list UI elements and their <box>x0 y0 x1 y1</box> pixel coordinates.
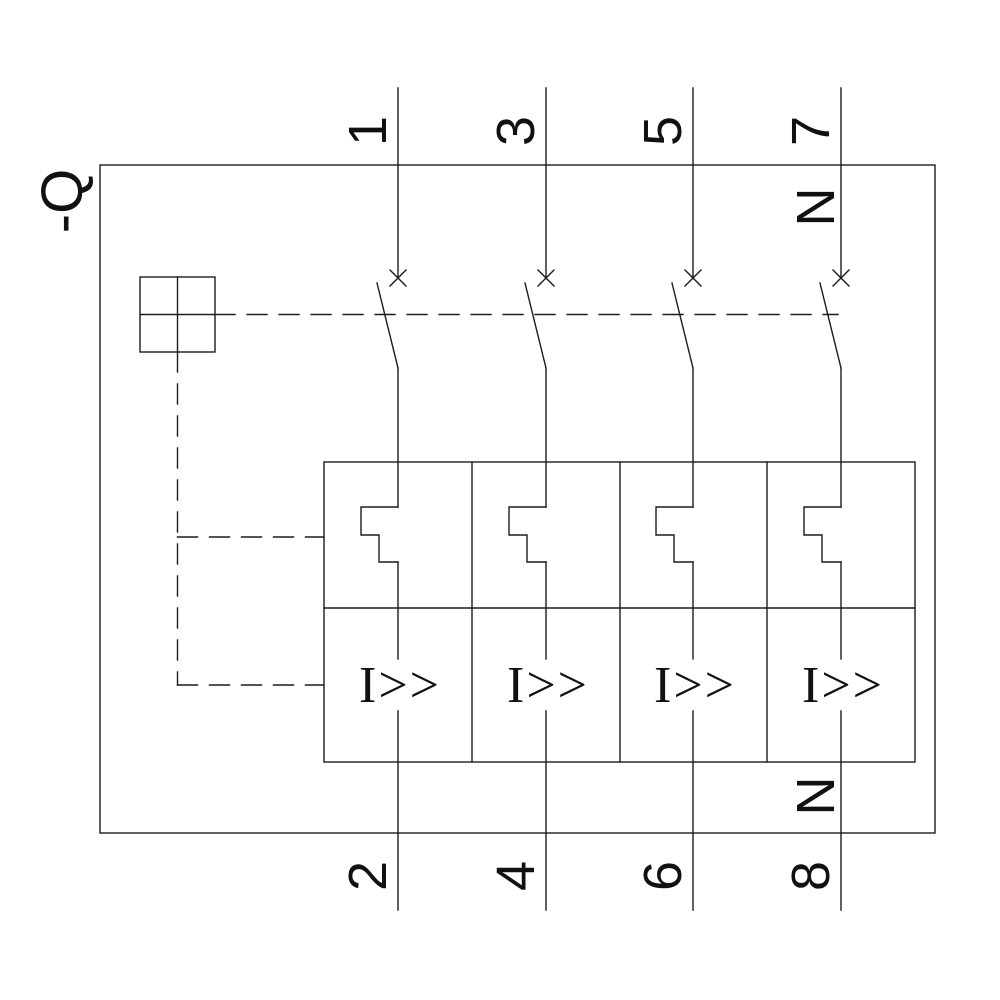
terminal-label-bottom-4: 4 <box>486 860 546 892</box>
thermal-release-symbol <box>508 506 547 563</box>
switch-blade <box>819 282 842 369</box>
pole-2 <box>508 87 555 911</box>
pole-3 <box>655 87 702 911</box>
thermal-release-symbol <box>360 506 399 563</box>
trip-label-pole-2: I>> <box>507 656 589 714</box>
terminal-label-top-7: 7 <box>781 115 841 147</box>
neutral-label-bottom: N <box>786 776 846 816</box>
trip-label-pole-4: I>> <box>802 656 884 714</box>
switch-blade <box>524 282 547 369</box>
pole-4-neutral <box>803 87 850 911</box>
trip-label-pole-3: I>> <box>654 656 736 714</box>
switch-blade <box>376 282 399 369</box>
terminal-label-top-3: 3 <box>486 115 546 147</box>
terminal-label-bottom-6: 6 <box>633 860 693 892</box>
thermal-release-symbol <box>803 506 842 563</box>
actuator-symbol <box>139 276 216 353</box>
contact-cross-icon <box>389 269 407 287</box>
contact-cross-icon <box>537 269 555 287</box>
terminal-label-bottom-2: 2 <box>338 860 398 892</box>
terminal-label-bottom-8: 8 <box>781 860 841 892</box>
trip-label-pole-1: I>> <box>359 656 441 714</box>
mechanical-coupling-dashed <box>176 313 839 686</box>
pole-1 <box>360 87 407 911</box>
terminal-label-top-1: 1 <box>338 115 398 147</box>
device-tag-label: -Q <box>29 168 95 234</box>
contact-cross-icon <box>684 269 702 287</box>
device-outline <box>99 164 936 834</box>
neutral-label-top: N <box>786 187 846 227</box>
switch-blade <box>671 282 694 369</box>
terminal-label-top-5: 5 <box>633 115 693 147</box>
trip-unit-frame <box>323 461 916 763</box>
contact-cross-icon <box>832 269 850 287</box>
thermal-release-symbol <box>655 506 694 563</box>
